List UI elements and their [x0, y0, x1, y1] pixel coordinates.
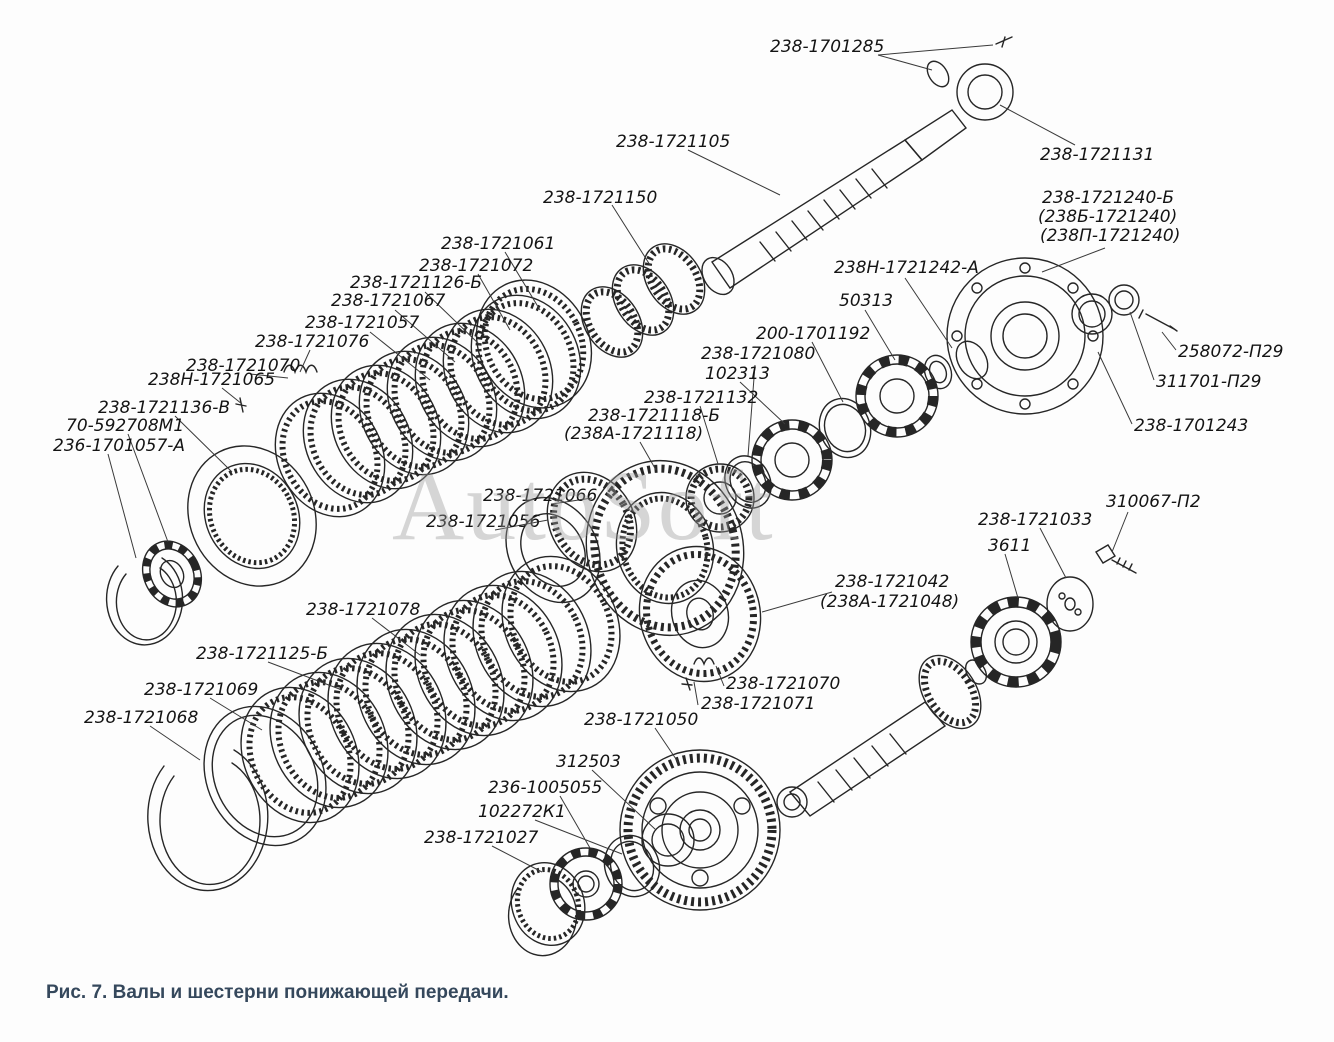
central-drum-drawing	[505, 459, 762, 691]
part-label: 102313	[705, 364, 770, 384]
part-label: 238-1721131	[1040, 145, 1154, 165]
part-label: 238-1721080	[701, 344, 815, 364]
part-label: 50313	[839, 291, 893, 311]
part-label: 238-1721118-Б	[588, 406, 720, 426]
upper-disc-pack-drawing	[105, 260, 613, 646]
part-label: 258072-П29	[1178, 342, 1283, 362]
part-label: 238-1721050	[584, 710, 698, 730]
part-label: 238-1721069	[144, 680, 258, 700]
part-label: 238-1721072	[419, 256, 533, 276]
part-label: 238-1721071	[701, 694, 815, 714]
part-label: 238-1721132	[644, 388, 758, 408]
part-label: 238-1721027	[424, 828, 538, 848]
part-label: 238-1721070	[726, 674, 840, 694]
part-label: 236-1005055	[488, 778, 602, 798]
part-label: 238-1721125-Б	[196, 644, 328, 664]
part-label: (238П-1721240)	[1040, 226, 1180, 246]
part-label: 238-1701243	[1134, 416, 1248, 436]
part-label: 236-1701057-А	[53, 436, 185, 456]
part-label: (238Б-1721240)	[1038, 207, 1177, 227]
part-label: 200-1701192	[756, 324, 870, 344]
upper-shaft-drawing	[701, 36, 1014, 296]
part-label: 238-1721150	[543, 188, 657, 208]
bottom-gear-drawing	[507, 749, 781, 957]
flange-and-bearings-drawing	[685, 257, 1178, 533]
part-label: 70-592708М1	[66, 416, 184, 436]
part-label: 238-1721057	[305, 313, 419, 333]
part-label: (238А-1721048)	[820, 592, 959, 612]
part-label: 238-1721126-Б	[350, 273, 482, 293]
part-label: 238-1721070	[186, 356, 300, 376]
part-label: 238-1721136-В	[98, 398, 230, 418]
diagram-illustration	[105, 36, 1178, 957]
part-label: 238-1721061	[441, 234, 555, 254]
leader-lines	[107, 44, 1177, 873]
part-label: 311701-П29	[1156, 372, 1261, 392]
part-label: 238Н-1721065	[148, 370, 275, 390]
part-labels: 238-1701285 238-1721105 238-1721131 238-…	[53, 37, 1283, 848]
figure-caption: Рис. 7. Валы и шестерни понижающей перед…	[46, 982, 509, 1003]
part-label: 238-1721066	[483, 486, 597, 506]
part-label: 238Н-1721242-А	[834, 258, 979, 278]
part-label: 238-1721056	[426, 512, 540, 532]
part-label: 238-1721033	[978, 510, 1092, 530]
part-label: 312503	[556, 752, 621, 772]
part-label: 238-1721068	[84, 708, 198, 728]
lower-disc-pack-drawing	[147, 537, 642, 892]
part-label: 3611	[988, 536, 1031, 556]
part-label: 238-1721076	[255, 332, 369, 352]
part-label: 238-1701285	[770, 37, 884, 57]
part-label: 238-1721067	[331, 291, 445, 311]
lower-shaft-drawing	[776, 544, 1137, 818]
part-label: 102272К1	[478, 802, 566, 822]
part-label: 238-1721078	[306, 600, 420, 620]
part-label: 238-1721042	[835, 572, 949, 592]
part-label: 310067-П2	[1106, 492, 1201, 512]
part-label: 238-1721240-Б	[1042, 188, 1174, 208]
part-label: 238-1721105	[616, 132, 730, 152]
part-label: (238А-1721118)	[564, 424, 703, 444]
